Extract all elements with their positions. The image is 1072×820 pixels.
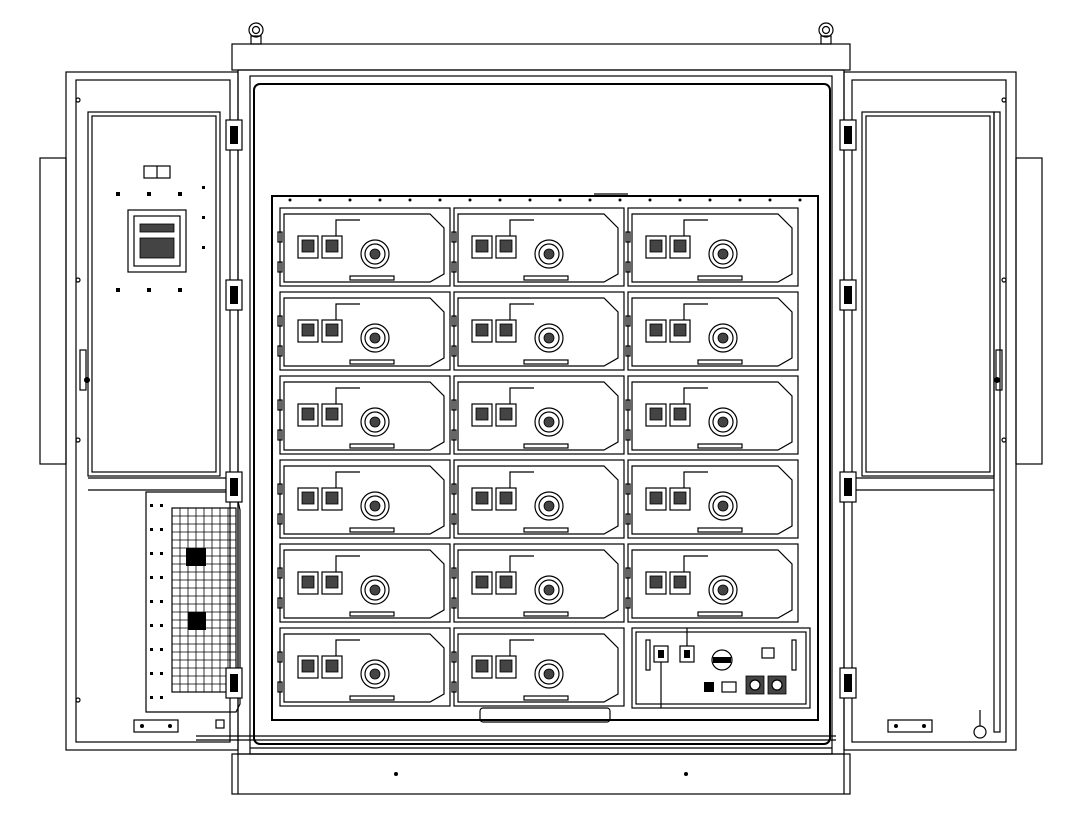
- battery-module: [451, 627, 625, 707]
- right-door-open: [843, 71, 1043, 751]
- battery-module: [277, 207, 451, 287]
- cabinet-base: [231, 753, 851, 795]
- breaker-icon: [127, 209, 187, 273]
- battery-module: [277, 627, 451, 707]
- battery-module: [625, 543, 799, 623]
- battery-module: [625, 291, 799, 371]
- battery-module-grid: [277, 207, 799, 707]
- battery-module: [451, 459, 625, 539]
- battery-module: [625, 459, 799, 539]
- battery-module: [277, 459, 451, 539]
- battery-module: [625, 375, 799, 455]
- battery-rack: [271, 193, 819, 721]
- hinge-icon: [225, 119, 857, 699]
- lifting-eye-right: [818, 22, 834, 45]
- connector-icon: [653, 645, 695, 663]
- battery-module: [451, 375, 625, 455]
- cabinet-top-cap: [231, 43, 851, 71]
- battery-module: [451, 543, 625, 623]
- battery-module: [451, 207, 625, 287]
- left-door-open: [39, 71, 241, 751]
- battery-module: [277, 291, 451, 371]
- battery-module: [625, 207, 799, 287]
- battery-module: [277, 543, 451, 623]
- control-panel: [479, 627, 811, 723]
- rotary-switch-icon: [711, 649, 733, 671]
- battery-module: [451, 291, 625, 371]
- cable-routing: [196, 735, 836, 741]
- lifting-eye-left: [248, 22, 264, 45]
- battery-module: [277, 375, 451, 455]
